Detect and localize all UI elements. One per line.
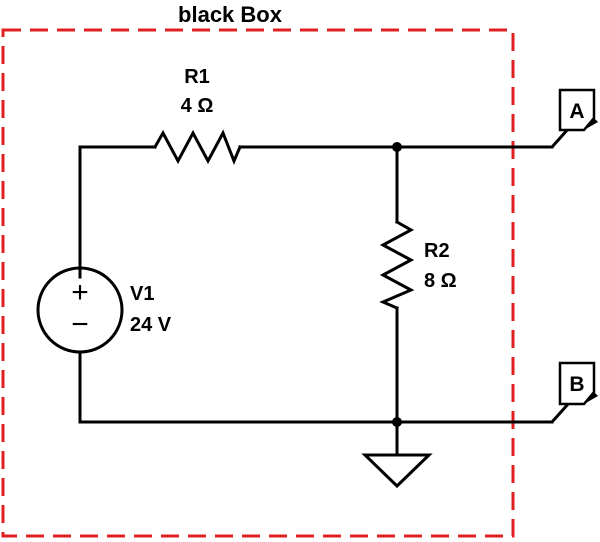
terminal-a-flag-icon[interactable]: A	[550, 88, 598, 149]
r2-value: 8 Ω	[424, 270, 457, 292]
r2-resistor-icon	[379, 219, 415, 310]
r1-name: R1	[184, 66, 210, 88]
ground-icon	[361, 420, 433, 489]
v1-name: V1	[130, 283, 154, 305]
black-box-boundary	[1, 28, 515, 538]
wire-top-left	[78, 145, 157, 279]
diagram-title: black Box	[178, 2, 283, 27]
v1-minus-sign: −	[71, 308, 89, 341]
wire-bottom	[78, 350, 554, 424]
terminal-b-label: B	[569, 373, 584, 396]
terminal-b-flag-icon[interactable]: B	[550, 361, 598, 424]
v1-plus-sign: +	[71, 276, 89, 309]
v1-value: 24 V	[130, 314, 172, 336]
r1-resistor-icon	[152, 129, 242, 165]
terminal-a-label: A	[569, 100, 584, 123]
r2-name: R2	[424, 240, 450, 262]
r1-value: 4 Ω	[181, 95, 214, 117]
